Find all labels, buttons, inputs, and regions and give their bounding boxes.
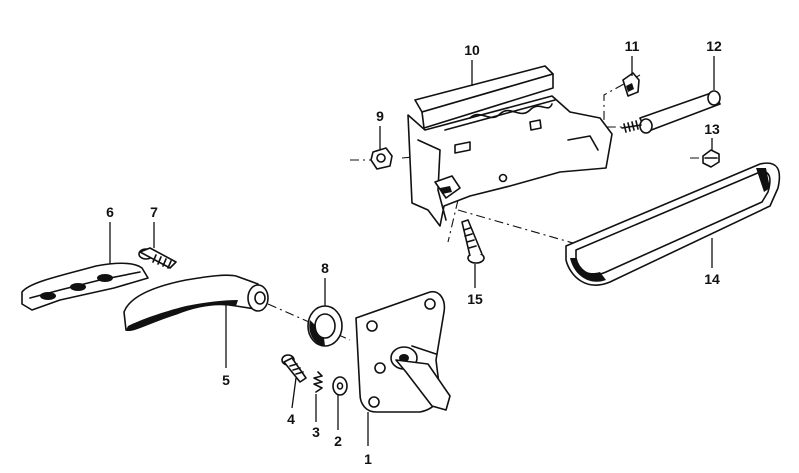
leader-lines xyxy=(109,56,715,446)
callout-13: 13 xyxy=(704,121,720,137)
callout-14: 14 xyxy=(704,271,720,287)
callout-7: 7 xyxy=(150,204,158,220)
washer-8 xyxy=(307,305,343,347)
callout-15: 15 xyxy=(467,291,483,307)
callout-8: 8 xyxy=(321,260,329,276)
callout-5: 5 xyxy=(222,372,230,388)
callout-3: 3 xyxy=(312,424,320,440)
callout-4: 4 xyxy=(287,411,295,427)
callout-6: 6 xyxy=(106,204,114,220)
fasteners xyxy=(281,354,348,396)
door-lever xyxy=(123,274,269,332)
callout-2: 2 xyxy=(334,433,342,449)
callout-9: 9 xyxy=(376,108,384,124)
callout-1: 1 xyxy=(364,451,372,467)
mount-plate xyxy=(355,290,451,413)
lid-assembly xyxy=(370,65,721,264)
callout-numbers: 1 2 3 4 5 6 7 8 9 10 11 12 13 14 15 xyxy=(106,38,722,467)
bolt-7 xyxy=(138,247,177,269)
handle-trim xyxy=(21,262,149,311)
callout-10: 10 xyxy=(464,42,480,58)
callout-12: 12 xyxy=(706,38,722,54)
grab-handle xyxy=(565,162,781,286)
callout-11: 11 xyxy=(625,38,640,54)
